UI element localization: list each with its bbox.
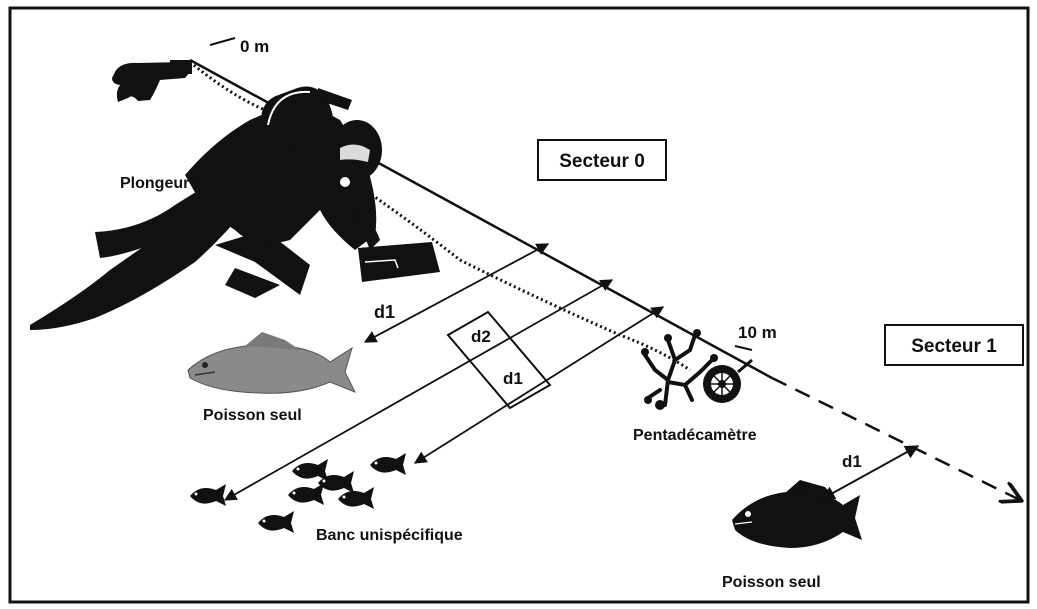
diagram-frame (10, 8, 1028, 602)
poisson-seul-right-label: Poisson seul (722, 574, 821, 591)
d1-left-label: d1 (374, 302, 395, 322)
banc-label: Banc unispécifique (316, 527, 463, 544)
poisson-seul-left-label: Poisson seul (203, 407, 302, 424)
zero-m-label: 0 m (240, 37, 269, 56)
plongeur-label: Plongeur 1 (120, 175, 203, 192)
d1-box-label: d1 (503, 369, 523, 388)
d2-box-label: d2 (471, 327, 491, 346)
ten-m-label: 10 m (738, 323, 777, 342)
secteur-1-label: Secteur 1 (911, 336, 997, 357)
pentadecametre-label: Pentadécamètre (633, 427, 757, 444)
secteur-0-label: Secteur 0 (559, 151, 645, 172)
d1-right-label: d1 (842, 452, 862, 471)
